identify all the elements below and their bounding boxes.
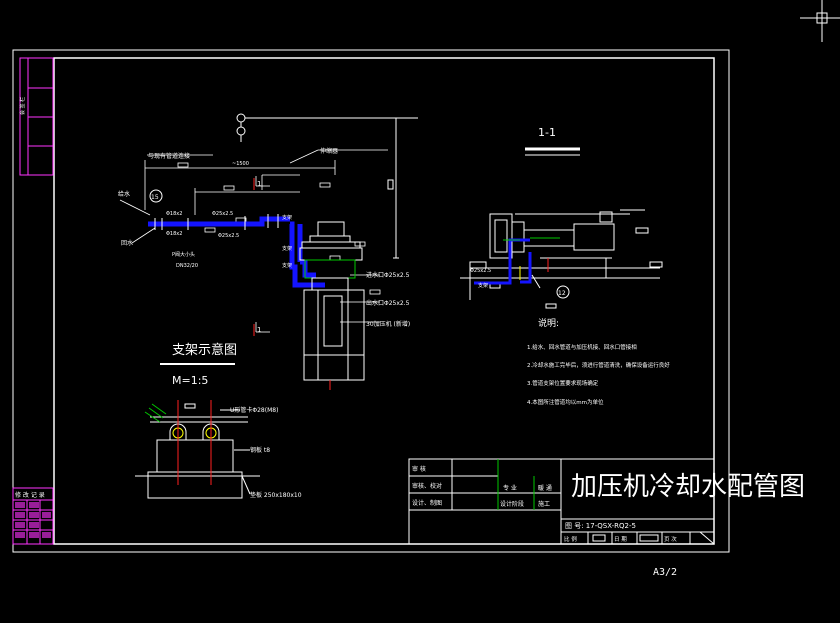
label-inlet: 进水口Φ25x2.5: [366, 271, 410, 279]
label-supply: 给水: [118, 190, 130, 198]
note-1: 1.给水、回水管道与加压机接、回水口管接相: [527, 343, 637, 351]
label-elbow: 支架: [282, 262, 292, 269]
section-title: 1-1: [538, 126, 556, 139]
tb-bottom-3: 页 次: [664, 535, 677, 543]
callout-12-label: 12: [558, 290, 566, 297]
title-block: [408, 458, 715, 545]
outer-frame: [12, 49, 730, 553]
drawing-title: 加压机冷却水配管图: [571, 472, 805, 502]
notes-title: 说明:: [538, 317, 559, 329]
side-record-fill: [15, 502, 51, 538]
note-4: 4.本图所注管道均以mm为单位: [527, 398, 604, 406]
tb-bottom-1: 比 例: [564, 535, 577, 543]
note-3: 3.管道支架位置要求现场确定: [527, 379, 599, 387]
section-label-support: 支架: [478, 282, 488, 289]
label-pipe-b: Φ25x2.5: [218, 233, 239, 239]
label-pipe-d: Φ18x2: [166, 231, 182, 237]
section-mark-top: 1: [257, 180, 261, 188]
section-machine: [460, 209, 663, 309]
callout-15: [149, 189, 163, 203]
label-pipe-c: Φ18x2: [166, 211, 182, 217]
label-outlet: 出水口Φ25x2.5: [366, 299, 410, 307]
label-expansion: 伸缩器: [320, 147, 338, 155]
label-machine: 30加压机 (新增): [366, 320, 410, 328]
tb-row-2: 审核、校对: [412, 482, 442, 490]
dimension-lines: [119, 149, 388, 333]
support-detail: [135, 400, 260, 499]
callout-15-label: 15: [151, 194, 159, 201]
section-label-pipe: Φ25x2.5: [470, 268, 491, 274]
label-base: 垫板 250x180x10: [250, 491, 302, 499]
tb-row-1: 审 核: [412, 465, 426, 473]
label-support2: 支架: [282, 245, 292, 252]
support-scale: M=1:5: [172, 374, 208, 387]
inner-frame: [53, 57, 715, 545]
crosshair-cursor-icon: [800, 0, 840, 42]
side-sign-title: 会 签 栏: [19, 97, 26, 115]
label-pipe-a: Φ25x2.5: [212, 211, 233, 217]
tb-sub1-val: 暖 通: [538, 484, 552, 492]
label-valve: P阀大小头: [172, 251, 195, 258]
tb-drawing-number: 图 号: 17-QSX-RQ2-5: [565, 522, 636, 530]
label-return: 回水: [121, 239, 133, 247]
pipe-fittings: [154, 214, 279, 230]
label-support: 支架: [282, 214, 292, 221]
tb-sub2: 设计阶段: [500, 500, 524, 508]
side-record-title: 修 改 记 录: [15, 491, 45, 499]
sheet-label: A3/2: [653, 567, 677, 578]
label-valve-spec: DN32/20: [176, 263, 198, 269]
label-connect: 与现有管道连接: [148, 152, 190, 160]
label-elev: ~1500: [232, 161, 249, 167]
side-sign-table: [12, 57, 54, 545]
section-accents: [503, 237, 560, 280]
tb-row-3: 设计、制图: [412, 499, 442, 507]
section-mark-bottom: 1: [257, 326, 261, 334]
riser-group: [236, 113, 418, 259]
label-bolt: U形管卡Φ28(M8): [230, 406, 278, 414]
compressor-elevation: [299, 221, 365, 390]
tb-sub1: 专 业: [503, 484, 517, 492]
callout-12: [556, 285, 570, 299]
tb-sub2-val: 施工: [538, 500, 550, 508]
dim-markers: [177, 162, 381, 295]
note-2: 2.冷却水施工完毕后，须进行管道清洗，确保设备运行良好: [527, 361, 670, 369]
label-plate: 钢板 t8: [250, 446, 270, 454]
support-title: 支架示意图: [172, 342, 237, 358]
tb-bottom-2: 日 期: [614, 536, 627, 543]
